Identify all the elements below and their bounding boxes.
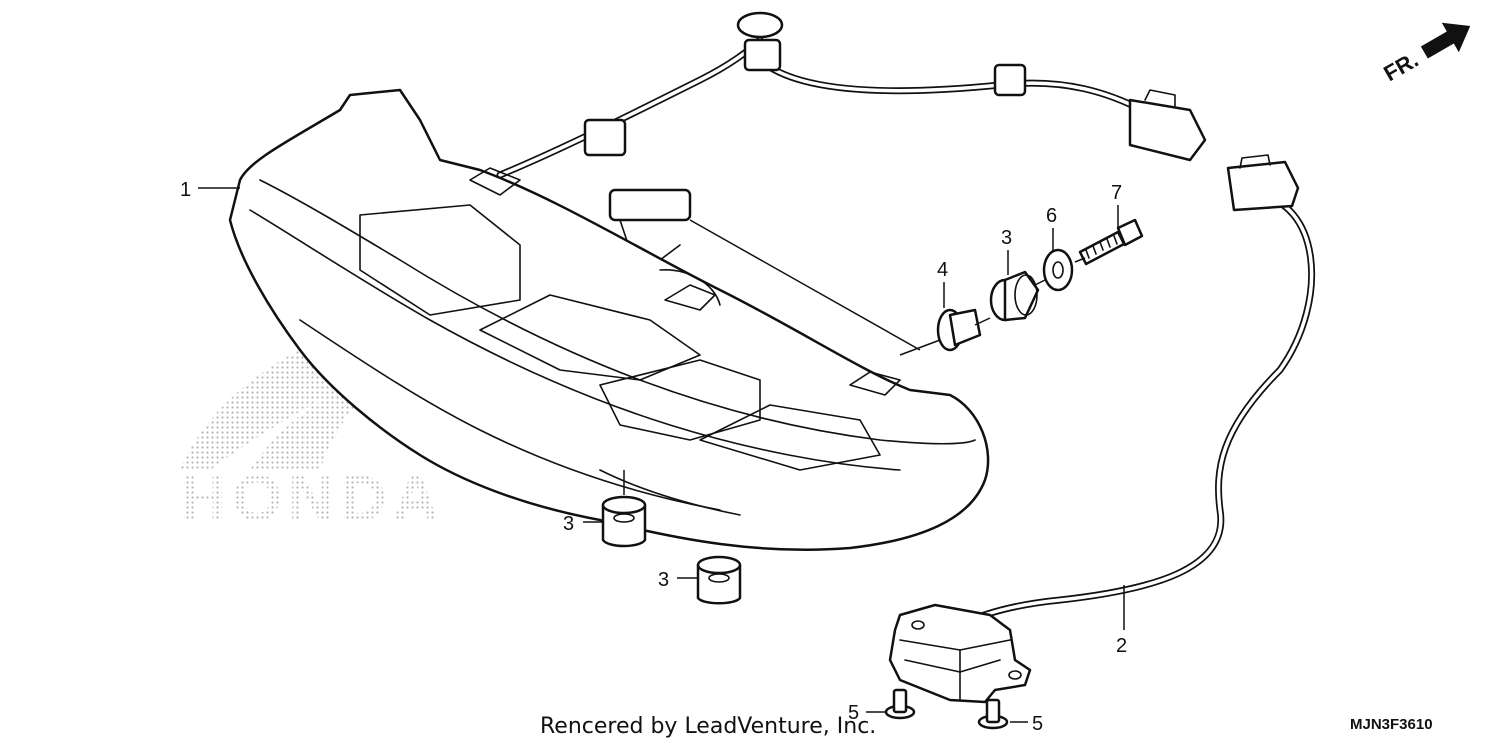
part-5-screw-right: [977, 698, 1009, 730]
part-5-screw-left: [884, 688, 916, 720]
front-direction-label: FR.: [1379, 47, 1422, 86]
callout-3-lower-b: 3: [658, 569, 669, 591]
front-direction-indicator: FR.: [1379, 22, 1471, 86]
license-light-connector: [1226, 160, 1300, 212]
leader-lines: [198, 187, 1125, 723]
part-3-grommet-upper: [989, 270, 1040, 322]
callout-1: 1: [180, 179, 191, 201]
part-6-washer: [1042, 248, 1074, 292]
sub-harness: [496, 11, 1207, 351]
callout-6: 6: [1046, 205, 1057, 227]
part-3-grommet-lower-b: [696, 555, 742, 605]
part-3-grommet-lower-a: [601, 495, 647, 548]
callout-5-right: 5: [1032, 713, 1043, 735]
callout-2: 2: [1116, 635, 1127, 657]
harness-connector: [1128, 98, 1207, 162]
callout-3-upper: 3: [1001, 227, 1012, 249]
front-arrow-icon: [1420, 22, 1471, 59]
part-7-bolt: [1078, 218, 1144, 266]
callout-7: 7: [1111, 182, 1122, 204]
part-4-collar: [936, 308, 982, 352]
part-2-license-light: [888, 154, 1316, 704]
callout-3-lower-a: 3: [563, 513, 574, 535]
diagram-code: MJN3F3610: [1350, 716, 1433, 733]
callout-5-left: 5: [848, 702, 859, 724]
honda-watermark-text: HONDA: [180, 462, 445, 534]
part-1-taillight: [228, 88, 990, 551]
callout-4: 4: [937, 259, 948, 281]
footer-credit: Rencered by LeadVenture, Inc.: [540, 714, 876, 739]
